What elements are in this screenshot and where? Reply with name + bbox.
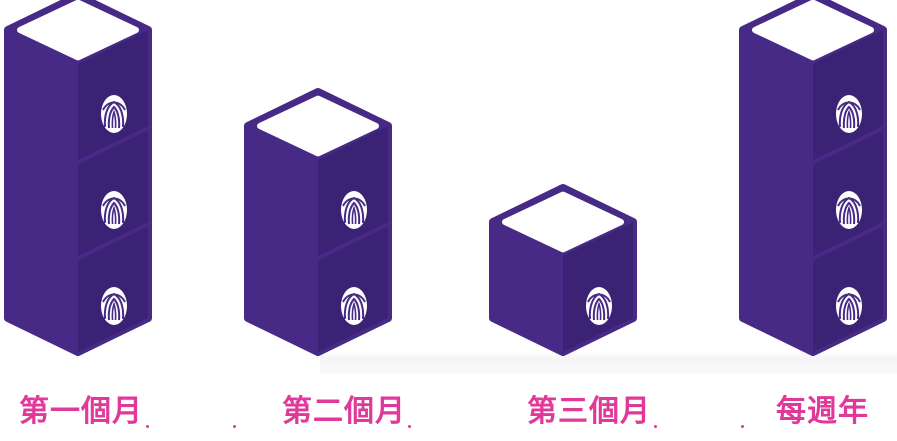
label-third-month: 第三個月 (527, 394, 651, 429)
separator-dot (146, 425, 149, 428)
separator-dot (741, 425, 744, 428)
cube-icon (739, 0, 887, 164)
logo-icon (340, 190, 368, 230)
logo-icon (835, 190, 863, 230)
logo-icon (835, 94, 863, 134)
label-anniversary: 每週年 (776, 394, 869, 429)
cube-icon (4, 0, 152, 164)
logo-icon (100, 190, 128, 230)
separator-dot (408, 425, 411, 428)
logo-icon (100, 94, 128, 134)
separator-dot (654, 425, 657, 428)
label-first-month: 第一個月 (19, 394, 143, 429)
logo-icon (100, 286, 128, 326)
logo-icon (585, 286, 613, 326)
floor-shadow (320, 352, 897, 374)
cube-icon (489, 184, 637, 356)
label-second-month: 第二個月 (282, 394, 406, 429)
separator-dot (233, 425, 236, 428)
logo-icon (835, 286, 863, 326)
logo-icon (340, 286, 368, 326)
cube-icon (244, 88, 392, 260)
